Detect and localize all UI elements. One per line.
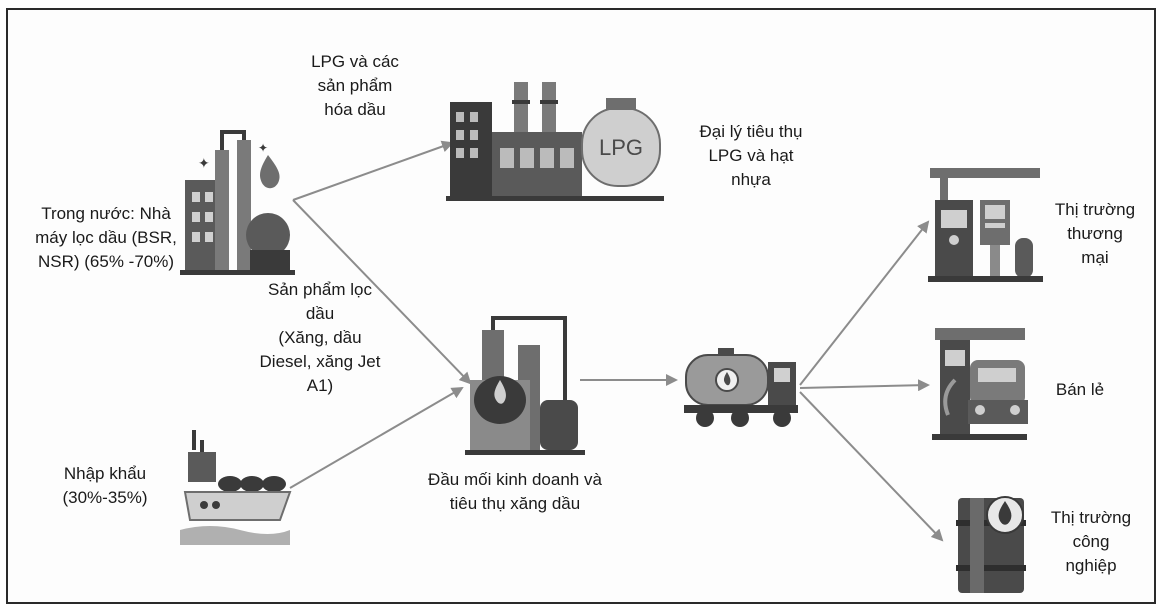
svg-text:✦: ✦ (198, 156, 210, 172)
lpg-products-label: LPG và các sản phẩm hóa dầu (290, 50, 420, 122)
refinery-icon: ✦ ✦ (180, 132, 295, 275)
arrow-truck-to-commercial (800, 222, 928, 385)
domestic-refinery-label: Trong nước: Nhà máy lọc dầu (BSR, NSR) (… (22, 202, 190, 274)
lpg-tank-text: LPG (599, 135, 643, 160)
lpg-agent-label: Đại lý tiêu thụ LPG và hạt nhựa (676, 120, 826, 192)
tanker-truck-icon (684, 348, 798, 427)
svg-text:✦: ✦ (258, 141, 268, 155)
commercial-market-label: Thị trường thương mại (1040, 198, 1150, 270)
arrow-truck-to-retail (800, 385, 928, 388)
cargo-ship-icon (180, 430, 290, 545)
lpg-plant-icon: LPG (446, 82, 664, 201)
oil-barrel-icon (956, 497, 1026, 593)
import-label: Nhập khẩu (30%-35%) (40, 462, 170, 510)
arrow-truck-to-industrial (800, 392, 942, 540)
retail-label: Bán lẻ (1040, 378, 1120, 402)
gas-station-icon (928, 168, 1043, 282)
industrial-market-label: Thị trường công nghiệp (1036, 506, 1146, 578)
refined-products-label: Sản phẩm lọc dầu (Xăng, dầu Diesel, xăng… (240, 278, 400, 398)
arrow-refinery-to-lpg-plant (293, 143, 452, 200)
hub-label: Đầu mối kinh doanh và tiêu thụ xăng dầu (395, 468, 635, 516)
hub-depot-icon (465, 318, 585, 455)
retail-pump-icon (932, 328, 1028, 440)
